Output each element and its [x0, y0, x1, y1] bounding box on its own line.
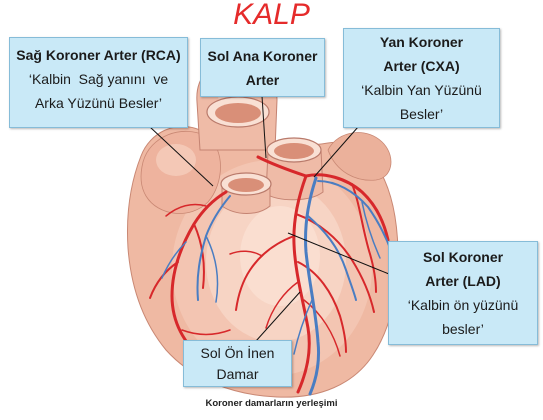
- lad-text-line: besler’: [442, 317, 484, 341]
- anterior-descending-text-line: Sol Ön İnen: [201, 343, 275, 364]
- callout-anterior-descending-vessel: Sol Ön İnen Damar: [183, 340, 292, 387]
- callout-lad: Sol Koroner Arter (LAD) ‘Kalbin ön yüzün…: [388, 241, 538, 345]
- lad-title-line: Arter (LAD): [425, 269, 500, 293]
- callout-cxa: Yan Koroner Arter (CXA) ‘Kalbin Yan Yüzü…: [343, 28, 500, 128]
- figure-caption: Koroner damarların yerleşimi: [0, 398, 543, 410]
- callout-rca: Sağ Koroner Arter (RCA) ‘Kalbin Sağ yanı…: [9, 37, 188, 128]
- lad-title-line: Sol Koroner: [423, 245, 503, 269]
- aorta-lumen: [215, 103, 261, 123]
- cxa-text-line: ‘Kalbin Yan Yüzünü: [361, 78, 482, 102]
- rca-text-line: ‘Kalbin Sağ yanını ve: [29, 67, 168, 91]
- cxa-title-line: Yan Koroner: [380, 30, 463, 54]
- lad-text-line: ‘Kalbin ön yüzünü: [408, 293, 519, 317]
- pulmonary-trunk-lumen: [274, 143, 314, 159]
- cxa-text-line: Besler’: [400, 102, 443, 126]
- rca-text-line: Arka Yüzünü Besler’: [35, 91, 162, 115]
- cxa-title-line: Arter (CXA): [383, 54, 459, 78]
- heart-highlight: [240, 206, 320, 306]
- left-main-title-line: Sol Ana Koroner: [208, 44, 318, 68]
- aortic-root-lumen: [228, 178, 264, 192]
- anterior-descending-text-line: Damar: [216, 364, 258, 385]
- rca-title: Sağ Koroner Arter (RCA): [16, 43, 180, 67]
- right-atrium-highlight: [156, 144, 196, 176]
- callout-left-main: Sol Ana Koroner Arter: [200, 38, 325, 97]
- left-main-title-line: Arter: [246, 68, 279, 92]
